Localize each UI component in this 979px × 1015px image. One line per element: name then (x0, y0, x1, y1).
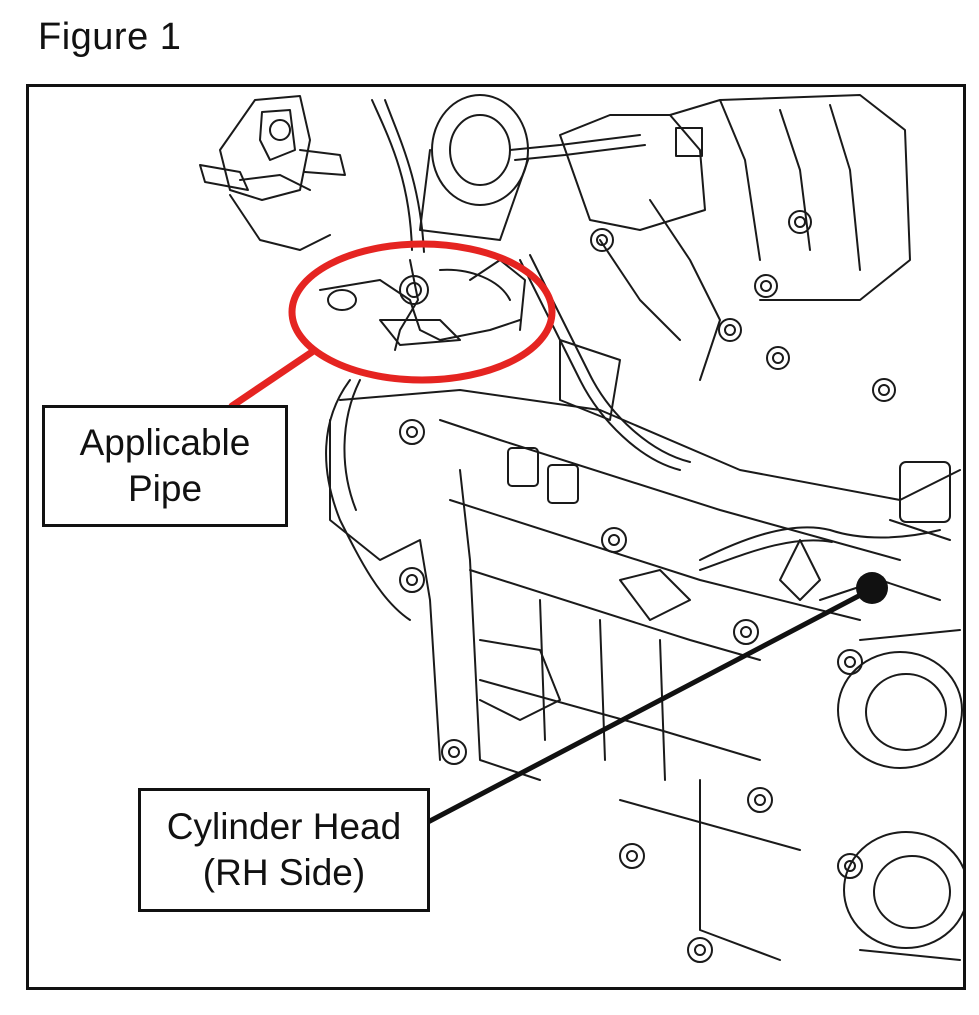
applicable-pipe-callout: Applicable Pipe (42, 405, 288, 527)
pipe-highlight-ellipse (288, 240, 556, 384)
cylinder-head-callout: Cylinder Head (RH Side) (138, 788, 430, 912)
applicable-pipe-label-line1: Applicable (79, 421, 251, 463)
applicable-pipe-label-line2: Pipe (127, 468, 203, 509)
cylinder-head-label-line2: (RH Side) (202, 852, 366, 893)
figure-title: Figure 1 (38, 16, 182, 58)
cylinder-head-marker-dot (856, 572, 888, 604)
pipe-leader-line (228, 348, 316, 410)
cylinder-head-label-line1: Cylinder Head (166, 805, 402, 847)
cylinder-head-leader-line (425, 587, 873, 825)
